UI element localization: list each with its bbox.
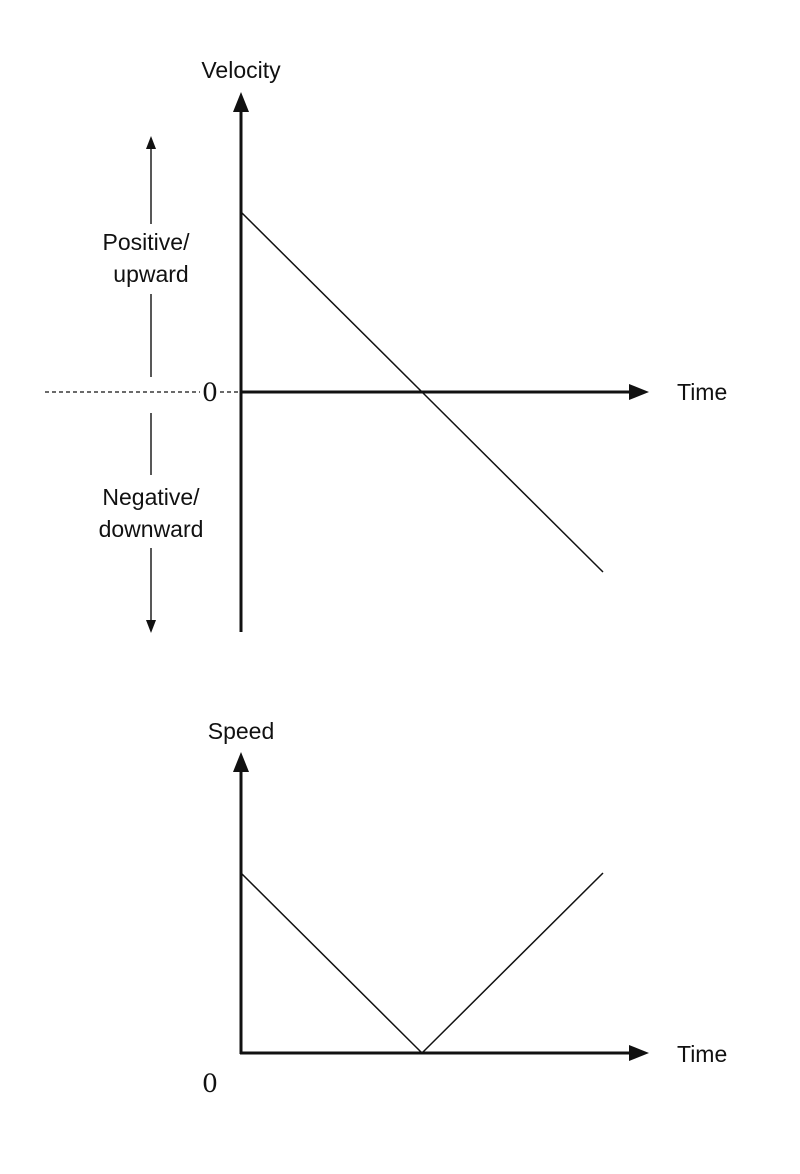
velocity-line [240,211,604,573]
positive-label-line1: Positive/ [103,229,191,255]
negative-label-line2: downward [99,516,204,542]
speed-axis-label: Speed [208,718,275,744]
velocity-axis-label: Velocity [201,57,281,83]
speed-line [240,872,604,1055]
zero-label-background [200,378,220,406]
speed-zero-label: 0 [202,1069,218,1098]
speed-graph: Speed Time 0 [202,718,727,1098]
speed-time-label: Time [677,1041,727,1067]
velocity-zero-label: 0 [202,378,218,407]
negative-label-line1: Negative/ [102,484,200,510]
velocity-x-arrowhead [629,384,649,400]
positive-label-line2: upward [113,261,188,287]
speed-x-arrowhead [629,1045,649,1061]
velocity-y-arrowhead [233,92,249,112]
speed-y-arrowhead [233,752,249,772]
up-arrow-icon [146,136,156,149]
velocity-graph: Velocity Time 0 Positive/ upward Negativ… [45,57,727,633]
down-arrow-icon [146,620,156,633]
velocity-time-label: Time [677,379,727,405]
